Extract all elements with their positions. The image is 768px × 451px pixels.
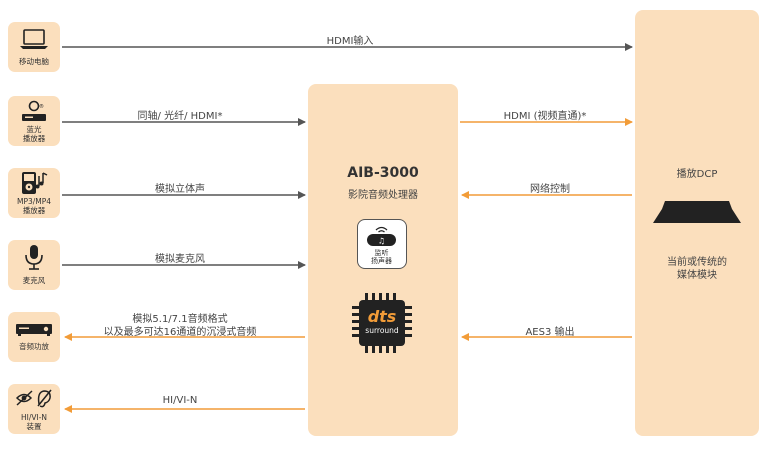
label-hdmi-in: HDMI输入 xyxy=(326,36,374,47)
label-aes3: AES3 输出 xyxy=(525,327,575,338)
label-coax: 同轴/ 光纤/ HDMI* xyxy=(137,111,223,122)
svg-text:♫: ♫ xyxy=(378,237,385,246)
mic-label: 麦克风 xyxy=(22,276,46,285)
accessibility-icon xyxy=(15,389,52,408)
label-analog-51-line2: 以及最多可达16通道的沉浸式音频 xyxy=(103,327,257,338)
label-hdmi-passthrough: HDMI (视频直通)* xyxy=(503,111,587,122)
bluray-icon: ® xyxy=(22,100,46,121)
laptop-label: 移动电脑 xyxy=(19,57,49,66)
surround-logo: surround xyxy=(365,326,399,335)
mp3-label-1: MP3/MP4 xyxy=(16,197,52,206)
dts-logo: dts xyxy=(367,307,397,326)
hivi-label-2: 装置 xyxy=(26,422,42,431)
label-analog-mic: 模拟麦克风 xyxy=(155,254,205,265)
laptop-icon xyxy=(20,29,48,49)
dcp-desc-2: 媒体模块 xyxy=(677,270,717,281)
media-block-icon xyxy=(653,201,741,223)
label-hivi-out: HI/VI-N xyxy=(162,395,198,406)
music-player-icon xyxy=(22,172,48,194)
device-hivi: HI/VI-N 装置 xyxy=(8,384,60,434)
hub-subtitle: 影院音频处理器 xyxy=(348,190,418,201)
hub-title: AIB-3000 xyxy=(347,165,419,181)
device-bluray: ® 蓝光 播放器 xyxy=(8,96,60,146)
speaker-label-2: 扬声器 xyxy=(371,257,392,265)
label-analog-stereo: 模拟立体声 xyxy=(155,184,205,195)
device-mic: 麦克风 xyxy=(8,240,60,290)
device-laptop: 移动电脑 xyxy=(8,22,60,72)
dcp-title: 播放DCP xyxy=(676,169,718,180)
amplifier-icon xyxy=(16,324,52,336)
speaker-icon: ♫ xyxy=(367,226,396,246)
device-amp: 音频功放 xyxy=(8,312,60,362)
bluray-label-2: 播放器 xyxy=(22,134,46,143)
amp-label: 音频功放 xyxy=(19,342,49,351)
speaker-label-1: 监听 xyxy=(374,249,389,257)
hivi-label-1: HI/VI-N xyxy=(20,413,48,422)
bluray-label-1: 蓝光 xyxy=(26,125,42,134)
dcp-desc-1: 当前或传统的 xyxy=(667,257,727,268)
chip-icon xyxy=(352,293,412,353)
mp3-label-2: 播放器 xyxy=(22,206,46,215)
label-analog-51-line1: 模拟5.1/7.1音频格式 xyxy=(132,314,228,325)
label-network: 网络控制 xyxy=(530,184,570,195)
svg-text:®: ® xyxy=(39,103,44,110)
device-mp3: MP3/MP4 播放器 xyxy=(8,168,60,218)
monitor-speaker: ♫ 监听 扬声器 xyxy=(357,219,407,269)
microphone-icon xyxy=(25,245,43,270)
